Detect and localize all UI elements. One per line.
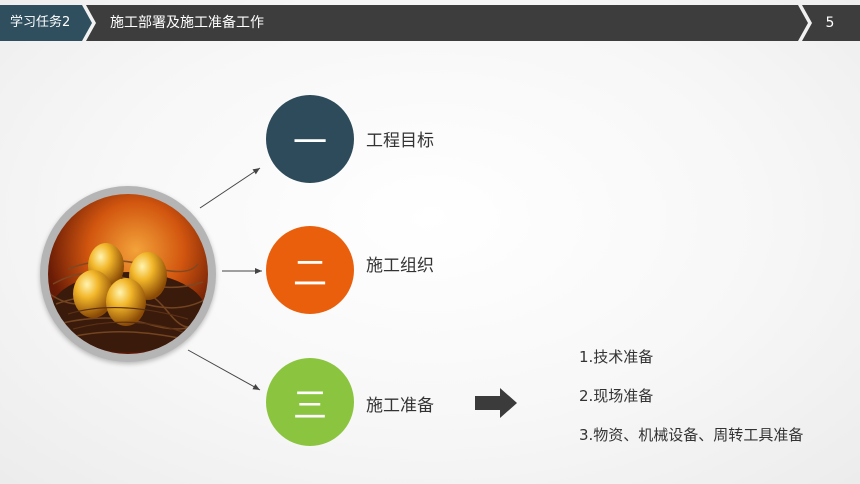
item-numeral-1: 一: [293, 122, 327, 163]
item-label-1: 工程目标: [366, 131, 434, 151]
golden-eggs-nest-photo: [48, 194, 208, 354]
item-numeral-3: 三: [293, 385, 327, 426]
top-bar-background: [0, 5, 860, 41]
detail-item-3: 3.物资、机械设备、周转工具准备: [579, 426, 804, 444]
page-number: 5: [825, 15, 835, 31]
detail-item-2: 2.现场准备: [579, 387, 654, 405]
photo-frame: [40, 186, 216, 362]
item-circle-3: 三: [266, 358, 354, 446]
connector-arrow-1: [199, 167, 261, 209]
item-circle-1: 一: [266, 95, 354, 183]
detail-item-1: 1.技术准备: [579, 348, 654, 366]
right-arrow-icon: [475, 388, 517, 418]
connector-arrow-3: [187, 349, 261, 391]
page-title: 施工部署及施工准备工作: [110, 15, 264, 31]
item-label-3: 施工准备: [366, 396, 434, 416]
item-numeral-2: 二: [293, 253, 327, 294]
item-circle-2: 二: [266, 226, 354, 314]
item-label-2: 施工组织: [366, 256, 434, 276]
task-label: 学习任务2: [10, 15, 71, 30]
top-bar: 学习任务2 施工部署及施工准备工作 5: [0, 5, 860, 41]
